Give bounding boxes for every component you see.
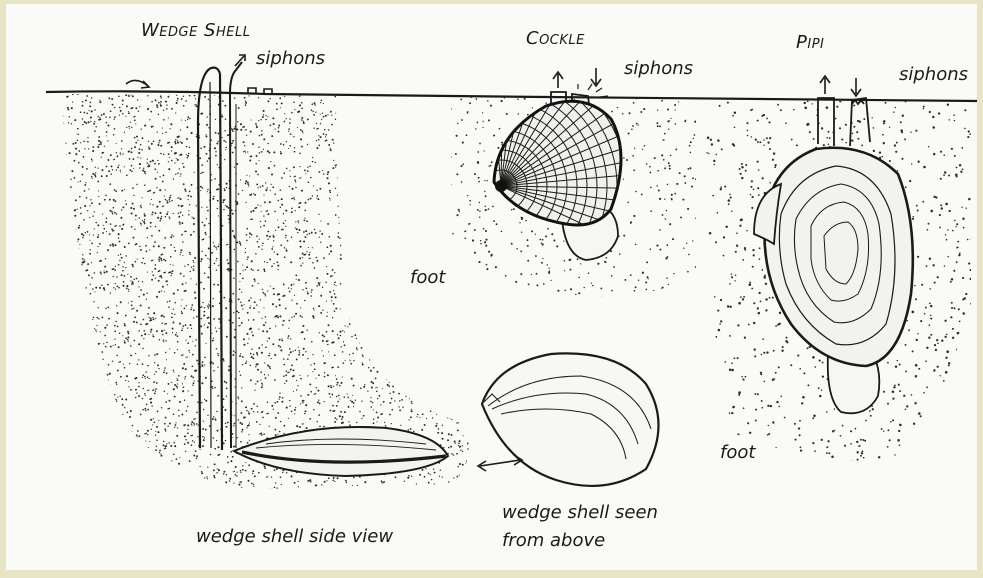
label-foot-pipi: foot — [720, 444, 755, 462]
label-pipi: Pipi — [796, 34, 824, 52]
wedge-shell-siphons — [198, 62, 242, 450]
pipi-out-arrow — [820, 76, 830, 94]
sediment-surface-line — [46, 91, 977, 101]
cockle-out-arrow — [553, 72, 563, 88]
label-siphons-cockle: siphons — [624, 60, 693, 78]
wedge-shell-body-side — [234, 427, 448, 476]
pipi-in-arrow — [851, 78, 861, 96]
label-side-view: wedge shell side view — [196, 528, 393, 546]
cockle-shell — [355, 6, 681, 332]
diagram-frame: Wedge Shell siphons Cockle siphons Pipi … — [6, 4, 977, 570]
label-cockle: Cockle — [526, 30, 585, 48]
label-wedge-shell: Wedge Shell — [141, 22, 250, 40]
label-siphons-pipi: siphons — [899, 66, 968, 84]
width-dimension-arrow — [478, 455, 522, 471]
pipi-siphons — [818, 98, 870, 146]
label-from-above-line1: wedge shell seen — [502, 504, 658, 522]
cockle-in-arrow — [591, 68, 601, 86]
label-from-above-line2: from above — [502, 532, 605, 550]
label-siphons-wedge: siphons — [256, 50, 325, 68]
shell-burrowing-diagram — [6, 4, 977, 570]
wedge-shell-from-above — [482, 353, 659, 486]
pipi-shell — [754, 148, 913, 366]
label-foot-cockle: foot — [410, 269, 445, 287]
